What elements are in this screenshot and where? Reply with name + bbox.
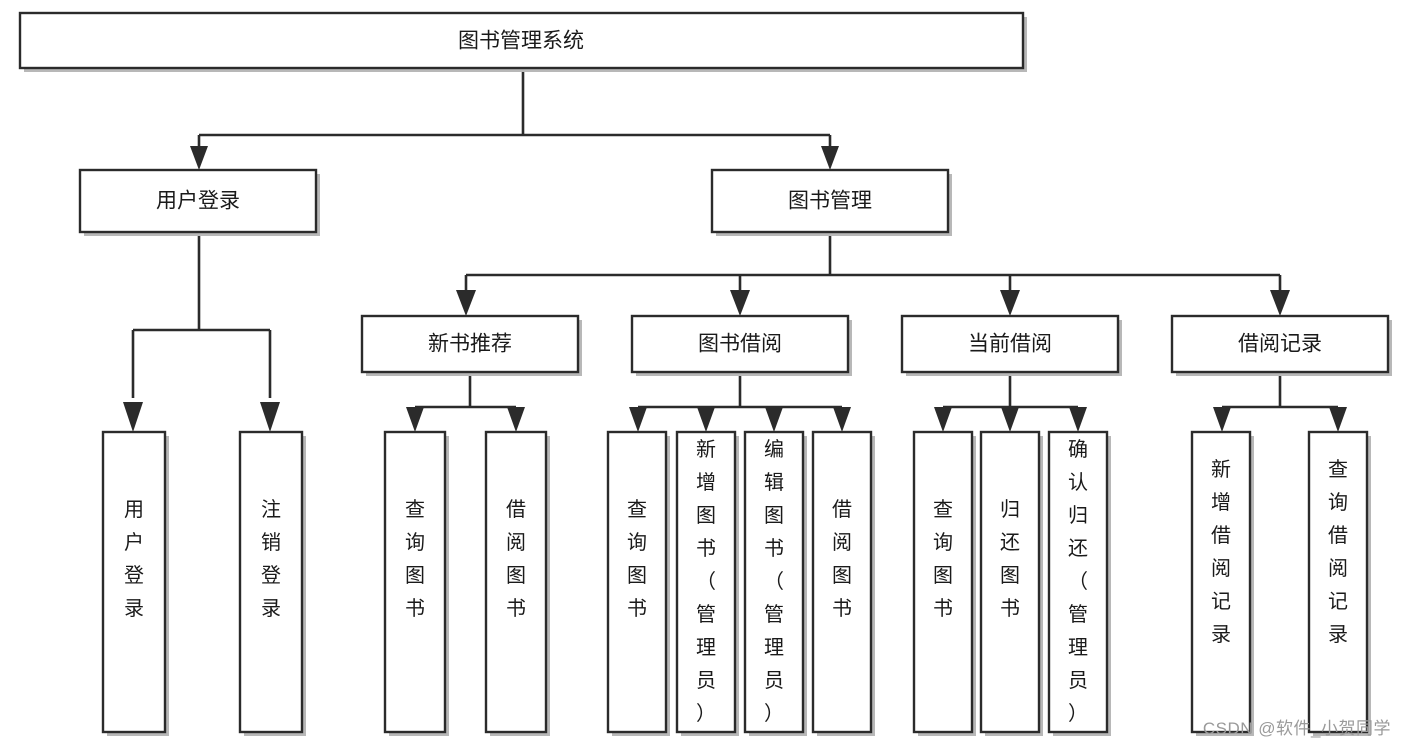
connector-root-to-level2 bbox=[190, 68, 839, 170]
leaf-book-borrow-0-label: 查询图书 bbox=[627, 498, 647, 620]
leaf-current-borrow-0-label: 查询图书 bbox=[933, 498, 953, 620]
node-book-borrow-label: 图书借阅 bbox=[698, 333, 782, 356]
arrow-head-icon bbox=[507, 407, 525, 432]
arrow-head-icon bbox=[123, 402, 143, 432]
leaf-new-book-0[interactable]: 查询图书 bbox=[383, 430, 449, 736]
leaf-book-borrow-1-label: 新增图书（管理员） bbox=[696, 438, 716, 725]
connector-borrow-to-leaves bbox=[629, 373, 851, 432]
arrow-head-icon bbox=[456, 290, 476, 316]
leaf-current-borrow-2-label: 确认归还（管理员） bbox=[1068, 438, 1088, 725]
node-new-book-recommend[interactable]: 新书推荐 bbox=[360, 314, 582, 376]
arrow-head-icon bbox=[406, 407, 424, 432]
node-borrow-record-label: 借阅记录 bbox=[1238, 333, 1322, 356]
arrow-head-icon bbox=[1213, 407, 1231, 432]
leaf-book-borrow-2-label: 编辑图书（管理员） bbox=[764, 438, 784, 725]
arrow-head-icon bbox=[833, 407, 851, 432]
node-user-login[interactable]: 用户登录 bbox=[78, 168, 320, 236]
node-book-management-label: 图书管理 bbox=[788, 190, 872, 213]
arrow-head-icon bbox=[1000, 290, 1020, 316]
leaf-current-borrow-1[interactable]: 归还图书 bbox=[979, 430, 1043, 736]
leaf-current-borrow-1-label: 归还图书 bbox=[1000, 498, 1020, 620]
connector-current-to-leaves bbox=[934, 373, 1087, 432]
leaf-new-book-1-label: 借阅图书 bbox=[506, 498, 526, 620]
arrow-head-icon bbox=[629, 407, 647, 432]
leaf-current-borrow-2[interactable]: 确认归还（管理员） bbox=[1047, 430, 1111, 736]
leaf-borrow-record-1[interactable]: 查询借阅记录 bbox=[1307, 430, 1371, 736]
arrow-head-icon bbox=[190, 146, 208, 170]
connector-record-to-leaves bbox=[1213, 373, 1347, 432]
leaf-book-borrow-0[interactable]: 查询图书 bbox=[606, 430, 670, 736]
connector-userlogin-to-leaves bbox=[123, 233, 280, 432]
connector-bookmgmt-to-level3 bbox=[456, 233, 1290, 316]
csdn-watermark: CSDN @软件_小贺同学 bbox=[1202, 719, 1391, 738]
leaf-new-book-0-label: 查询图书 bbox=[405, 498, 425, 620]
connector-layer bbox=[123, 68, 1347, 432]
leaf-borrow-record-0-label: 新增借阅记录 bbox=[1211, 458, 1231, 646]
leaf-user-login-0-label: 用户登录 bbox=[124, 499, 144, 620]
node-new-book-recommend-label: 新书推荐 bbox=[428, 333, 512, 356]
arrow-head-icon bbox=[765, 407, 783, 432]
arrow-head-icon bbox=[821, 146, 839, 170]
node-book-management[interactable]: 图书管理 bbox=[710, 168, 952, 236]
node-root[interactable]: 图书管理系统 bbox=[18, 11, 1027, 72]
arrow-head-icon bbox=[1001, 407, 1019, 432]
arrow-head-icon bbox=[260, 402, 280, 432]
leaf-book-borrow-1[interactable]: 新增图书（管理员） bbox=[675, 430, 739, 736]
node-current-borrow[interactable]: 当前借阅 bbox=[900, 314, 1122, 376]
leaf-user-login-1[interactable]: 注销登录 bbox=[238, 430, 306, 736]
connector-newbook-to-leaves bbox=[406, 373, 525, 432]
leaf-book-borrow-3-label: 借阅图书 bbox=[832, 498, 852, 620]
node-book-borrow[interactable]: 图书借阅 bbox=[630, 314, 852, 376]
node-root-label: 图书管理系统 bbox=[458, 30, 584, 53]
leaf-user-login-0[interactable]: 用户登录 bbox=[101, 430, 169, 736]
leaf-new-book-1[interactable]: 借阅图书 bbox=[484, 430, 550, 736]
arrow-head-icon bbox=[1329, 407, 1347, 432]
node-borrow-record[interactable]: 借阅记录 bbox=[1170, 314, 1392, 376]
leaf-borrow-record-0[interactable]: 新增借阅记录 bbox=[1190, 430, 1254, 736]
leaf-book-borrow-3[interactable]: 借阅图书 bbox=[811, 430, 875, 736]
leaf-current-borrow-0[interactable]: 查询图书 bbox=[912, 430, 976, 736]
node-current-borrow-label: 当前借阅 bbox=[968, 333, 1052, 356]
leaf-borrow-record-1-label: 查询借阅记录 bbox=[1328, 458, 1348, 646]
arrow-head-icon bbox=[934, 407, 952, 432]
arrow-head-icon bbox=[697, 407, 715, 432]
arrow-head-icon bbox=[1270, 290, 1290, 316]
arrow-head-icon bbox=[730, 290, 750, 316]
node-user-login-label: 用户登录 bbox=[156, 190, 240, 213]
arrow-head-icon bbox=[1069, 407, 1087, 432]
leaf-book-borrow-2[interactable]: 编辑图书（管理员） bbox=[743, 430, 807, 736]
leaf-user-login-1-label: 注销登录 bbox=[261, 498, 281, 620]
